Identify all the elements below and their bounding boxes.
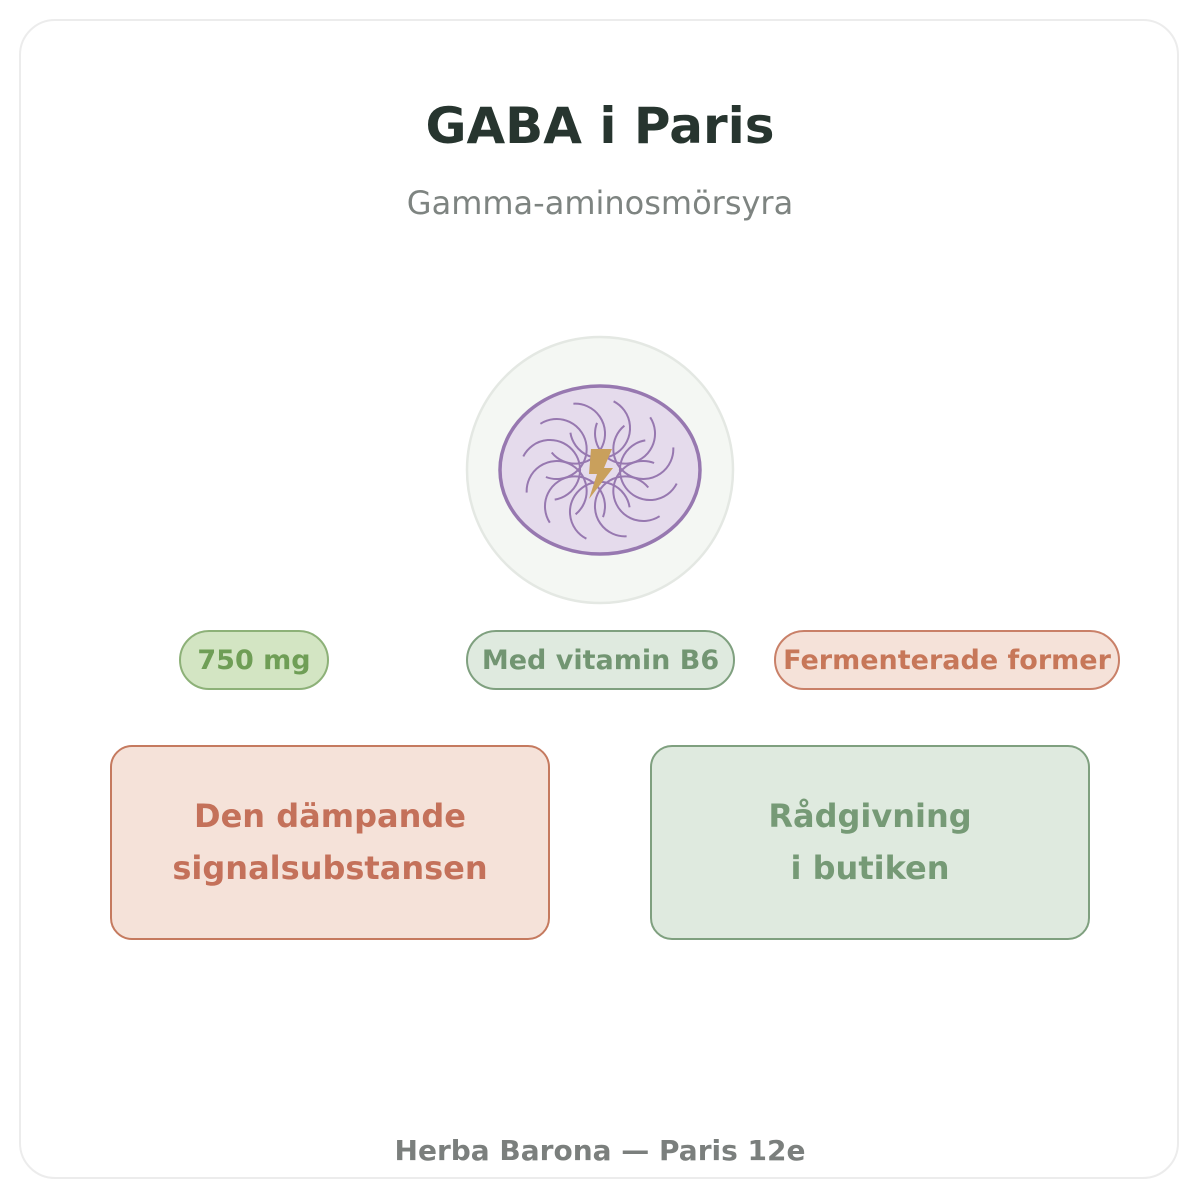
page-subtitle: Gamma-aminosmörsyra: [406, 184, 794, 222]
badge-vitamin-b6: Med vitamin B6: [466, 630, 735, 690]
emblem-loop: [550, 402, 607, 465]
emblem-loop: [612, 424, 675, 480]
emblem-loop: [543, 475, 606, 524]
neuron-lightning-icon: [465, 335, 735, 605]
emblem-loop: [569, 400, 632, 460]
emblem-loop: [594, 416, 657, 465]
info-card-advice: Rådgivning i butiken: [650, 745, 1090, 940]
badge-fermented: Fermenterade former: [774, 630, 1120, 690]
page-title: GABA i Paris: [425, 97, 775, 155]
emblem-loop: [539, 418, 588, 480]
emblem-loop: [522, 438, 582, 501]
badge-dose: 750 mg: [179, 630, 329, 690]
footer-store: Herba Barona — Paris 12e: [394, 1134, 806, 1167]
emblem-loop: [618, 439, 678, 502]
info-card-neurotransmitter: Den dämpande signalsubstansen: [110, 745, 550, 940]
emblem-loop: [568, 480, 631, 540]
